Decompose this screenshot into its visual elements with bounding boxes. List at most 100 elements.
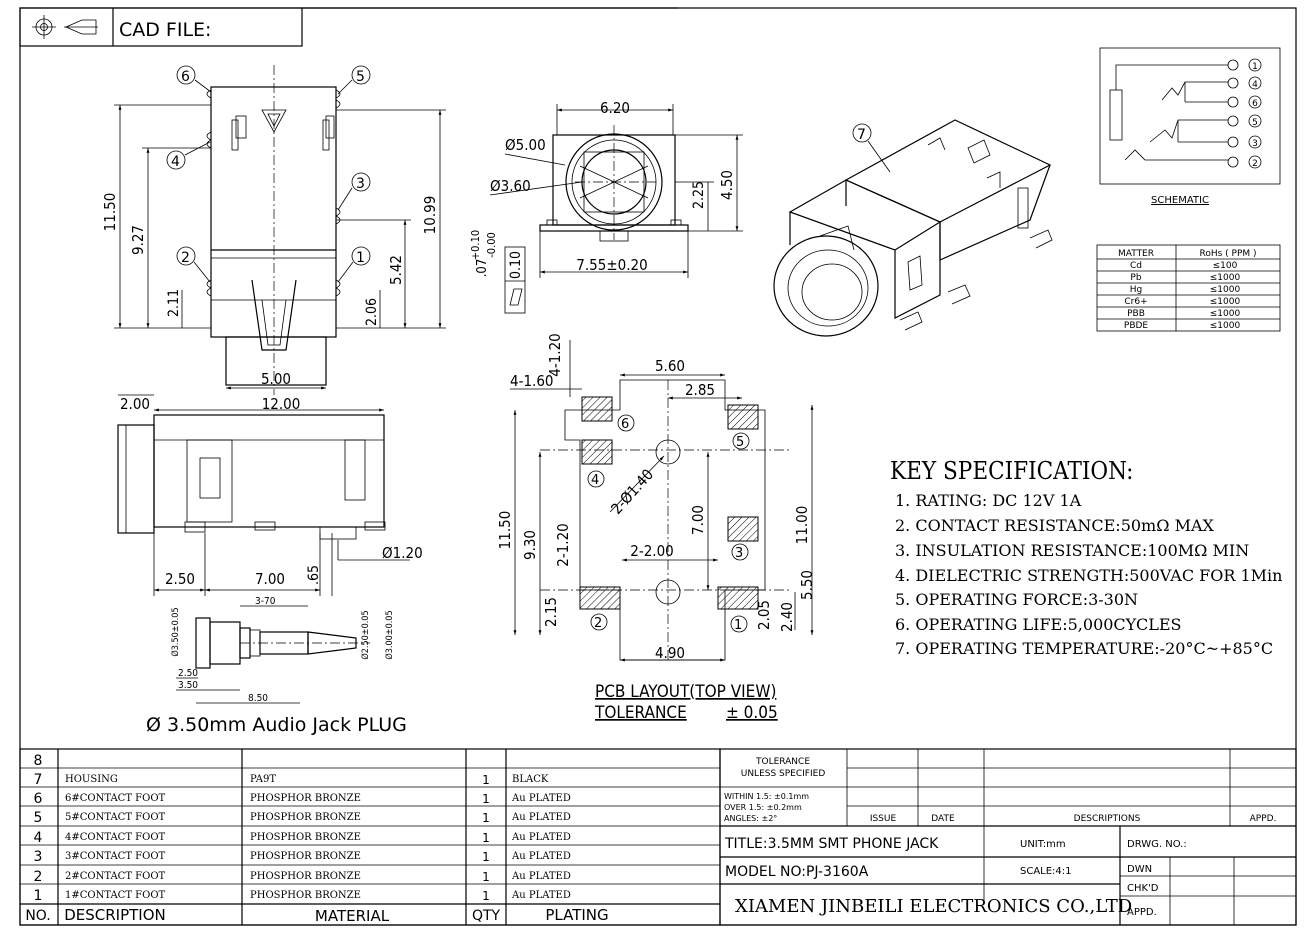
bom-header-plating: PLATING bbox=[545, 906, 608, 924]
pcb-pin-3: 3 bbox=[735, 546, 743, 561]
pad-2 bbox=[579, 586, 621, 610]
schematic-label: SCHEMATIC bbox=[1151, 195, 1209, 206]
rohs-header-ppm: RoHs ( PPM ) bbox=[1199, 249, 1256, 259]
pcb-dim-5-60: 5.60 bbox=[655, 357, 685, 375]
pcb-dim-4-1-60: 4-1.60 bbox=[510, 372, 554, 390]
bom-row-8-no: 8 bbox=[34, 753, 43, 769]
rohs-pb: Pb bbox=[1130, 273, 1141, 283]
schem-pin-5: 5 bbox=[1252, 118, 1258, 128]
bom-row-5-plating: Au PLATED bbox=[511, 812, 571, 823]
top-view: 6 5 4 3 2 1 11.50 9.27 2.11 10.99 5.42 2… bbox=[101, 65, 446, 395]
dim-11-50: 11.50 bbox=[101, 193, 119, 232]
bom-row-6-desc: 6#CONTACT FOOT bbox=[65, 793, 166, 804]
bom-row-4-mat: PHOSPHOR BRONZE bbox=[250, 832, 361, 843]
bom-row-4-desc: 4#CONTACT FOOT bbox=[65, 832, 166, 843]
pin-label-7-iso: 7 bbox=[857, 127, 866, 143]
pcb-layout: 6 4 5 3 2 1 4-1.60 4-1.20 5.60 2.85 2-Ø1… bbox=[496, 333, 816, 723]
plug-dim-3-50: 3.50 bbox=[178, 680, 198, 691]
spec-title: KEY SPECIFICATION: bbox=[890, 457, 1133, 485]
pcb-dim-5-50: 5.50 bbox=[798, 570, 816, 600]
bom-row-2-no: 2 bbox=[34, 869, 43, 885]
rohs-cd-val: ≤100 bbox=[1213, 261, 1238, 271]
rohs-cr6-val: ≤1000 bbox=[1210, 297, 1241, 307]
bom-row-3-mat: PHOSPHOR BRONZE bbox=[250, 851, 361, 862]
cad-label: CAD FILE: bbox=[119, 19, 211, 41]
pcb-dim-2-1-20: 2-1.20 bbox=[554, 523, 572, 567]
bom-row-7-plating: BLACK bbox=[512, 774, 549, 785]
dim-6-20: 6.20 bbox=[600, 99, 630, 117]
pad-1 bbox=[717, 586, 759, 610]
pcb-dim-2-85: 2.85 bbox=[685, 381, 715, 399]
tb-descriptions: DESCRIPTIONS bbox=[1074, 814, 1141, 824]
tb-scale: SCALE:4:1 bbox=[1020, 866, 1072, 877]
tb-issue: ISSUE bbox=[870, 814, 897, 824]
bom-row-1-mat: PHOSPHOR BRONZE bbox=[250, 890, 361, 901]
bom-row-7-desc: HOUSING bbox=[65, 774, 118, 785]
bom-row-1-no: 1 bbox=[34, 888, 43, 904]
pcb-pin-5: 5 bbox=[736, 435, 744, 450]
rohs-pbb-val: ≤1000 bbox=[1210, 309, 1241, 319]
bom-header-desc: DESCRIPTION bbox=[64, 906, 166, 924]
bom-row-2-desc: 2#CONTACT FOOT bbox=[65, 871, 166, 882]
audio-plug: 3-70 Ø3.50±0.05 Ø2.50±0.05 Ø3.00±0.05 2.… bbox=[146, 596, 407, 736]
pad-3 bbox=[727, 516, 759, 542]
bom-row-3-desc: 3#CONTACT FOOT bbox=[65, 851, 166, 862]
dim-2-50: 2.50 bbox=[165, 570, 195, 588]
bom-row-7-qty: 1 bbox=[482, 773, 490, 787]
tb-date: DATE bbox=[931, 814, 955, 824]
pcb-dim-4-1-20: 4-1.20 bbox=[546, 333, 564, 377]
bom-table: 8 7 HOUSING PA9T 1 BLACK 6 6#CONTACT FOO… bbox=[19, 748, 721, 926]
bom-row-4-no: 4 bbox=[34, 830, 43, 846]
dim-7-55: 7.55±0.20 bbox=[576, 256, 647, 274]
tol-minus: -0.00 bbox=[485, 232, 498, 258]
tb-tolerance-1: TOLERANCE bbox=[755, 757, 810, 767]
pcb-tolerance-value: ± 0.05 bbox=[726, 703, 778, 723]
rohs-pb-val: ≤1000 bbox=[1210, 273, 1241, 283]
dim-2-06: 2.06 bbox=[364, 298, 380, 326]
tb-appd: APPD. bbox=[1250, 814, 1277, 824]
pin-label-4-top: 4 bbox=[171, 154, 180, 170]
rohs-pbde: PBDE bbox=[1124, 321, 1149, 331]
bom-row-5-no: 5 bbox=[34, 810, 43, 826]
cad-header: CAD FILE: bbox=[19, 7, 678, 47]
rohs-hg-val: ≤1000 bbox=[1210, 285, 1241, 295]
tb-company: XIAMEN JINBEILI ELECTRONICS CO.,LTD bbox=[735, 896, 1132, 917]
spec-item-7: 7. OPERATING TEMPERATURE:-20°C~+85°C bbox=[895, 639, 1273, 658]
spec-item-4: 4. DIELECTRIC STRENGTH:500VAC FOR 1Min bbox=[895, 566, 1282, 585]
tol-plus: +0.10 bbox=[469, 230, 482, 260]
bom-row-4-qty: 1 bbox=[482, 831, 490, 845]
side-view: 2.00 12.00 2.50 7.00 .65 Ø1.20 bbox=[117, 394, 423, 596]
rohs-table: MATTER RoHs ( PPM ) Cd ≤100 Pb ≤1000 Hg … bbox=[1096, 244, 1281, 332]
tb-dwn: DWN bbox=[1127, 864, 1152, 875]
bom-row-4-plating: Au PLATED bbox=[511, 832, 571, 843]
rohs-pbde-val: ≤1000 bbox=[1210, 321, 1241, 331]
bom-row-1-qty: 1 bbox=[482, 889, 490, 903]
pcb-dim-11-50: 11.50 bbox=[496, 511, 514, 550]
dim-dia-5-00: Ø5.00 bbox=[505, 136, 546, 154]
pin-label-6-top: 6 bbox=[181, 69, 190, 85]
rohs-cr6: Cr6+ bbox=[1124, 297, 1147, 307]
dim-2-11: 2.11 bbox=[166, 289, 182, 317]
pcb-dim-2-40: 2.40 bbox=[778, 602, 796, 632]
pin-label-2-top: 2 bbox=[181, 250, 190, 266]
tb-over: OVER 1.5: ±0.2mm bbox=[724, 803, 802, 812]
isometric-view: 7 bbox=[773, 119, 1053, 337]
dim-5-42: 5.42 bbox=[387, 255, 405, 285]
tb-within: WITHIN 1.5: ±0.1mm bbox=[724, 792, 809, 801]
key-specification: KEY SPECIFICATION: 1. RATING: DC 12V 1A … bbox=[890, 457, 1282, 658]
spec-item-6: 6. OPERATING LIFE:5,000CYCLES bbox=[895, 615, 1181, 634]
pcb-dim-2-15: 2.15 bbox=[542, 597, 560, 627]
schem-pin-4: 4 bbox=[1252, 80, 1258, 90]
plug-dim-dia-3-00: Ø3.00±0.05 bbox=[384, 610, 395, 659]
pcb-tolerance-label: TOLERANCE bbox=[594, 703, 687, 723]
tb-unit: UNIT:mm bbox=[1020, 839, 1066, 850]
rohs-cd: Cd bbox=[1130, 261, 1142, 271]
bom-row-6-no: 6 bbox=[34, 791, 43, 807]
spec-item-2: 2. CONTACT RESISTANCE:50mΩ MAX bbox=[895, 516, 1215, 535]
tol-base: .07 bbox=[475, 259, 490, 278]
dim-5-00: 5.00 bbox=[261, 370, 291, 388]
bom-row-2-plating: Au PLATED bbox=[511, 871, 571, 882]
pcb-pin-1: 1 bbox=[734, 618, 742, 633]
title-block: TOLERANCE UNLESS SPECIFIED WITHIN 1.5: ±… bbox=[719, 748, 1297, 926]
